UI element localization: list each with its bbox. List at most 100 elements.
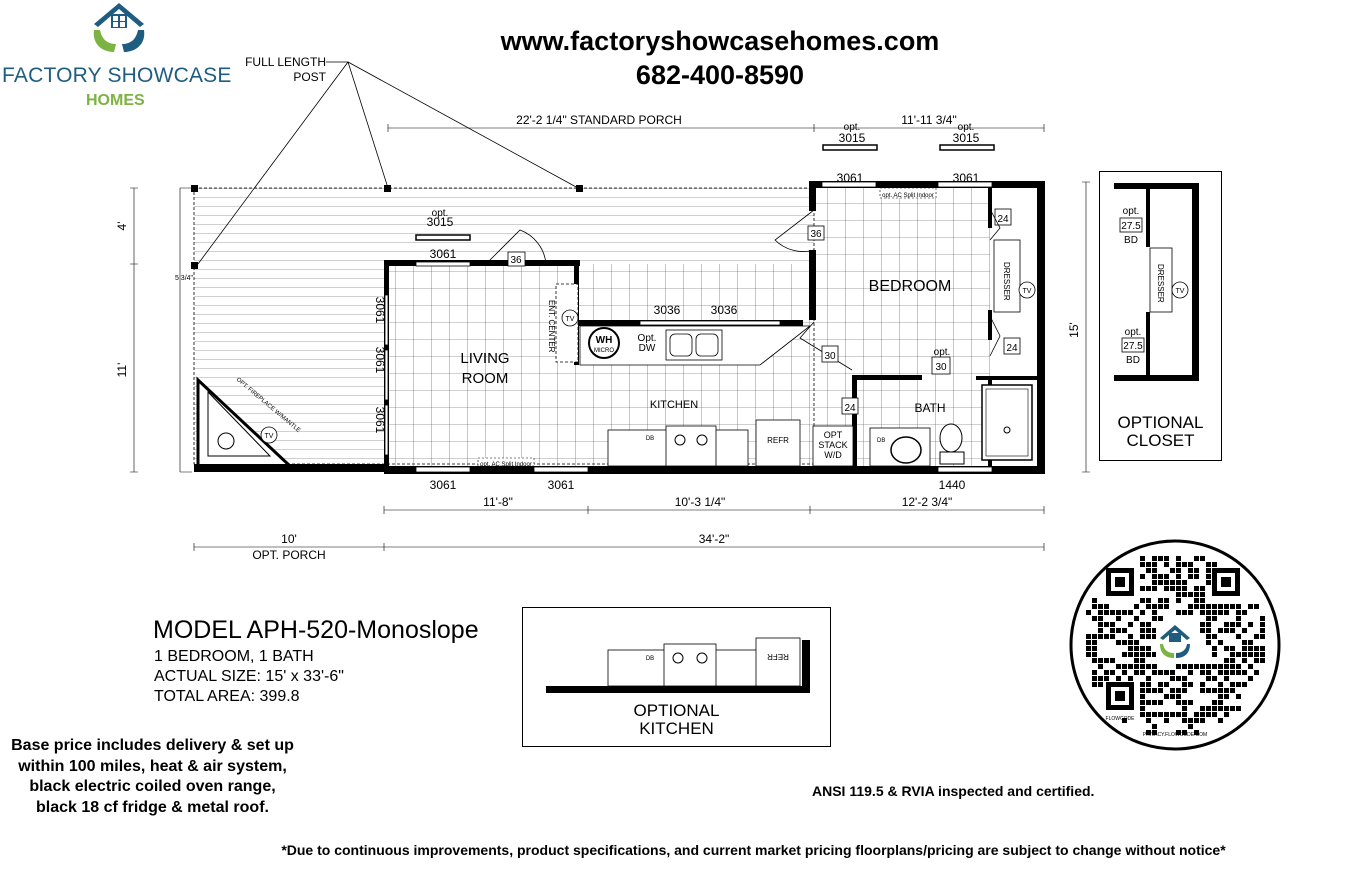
tv-label: TV	[265, 433, 274, 440]
opt-dw-label: DW	[639, 343, 656, 354]
door-label: 24	[844, 403, 856, 414]
qr-module	[1098, 604, 1103, 609]
qr-module	[1254, 604, 1259, 609]
qr-module	[1140, 700, 1145, 705]
qr-module	[1212, 664, 1217, 669]
door-label: 24	[997, 214, 1009, 225]
qr-module	[1092, 604, 1097, 609]
qr-module	[1188, 562, 1193, 567]
qr-module	[1152, 730, 1157, 735]
window-label: 1440	[939, 478, 966, 492]
qr-module	[1194, 718, 1199, 723]
qr-module	[1092, 682, 1097, 687]
qr-module	[1194, 664, 1199, 669]
qr-module	[1206, 628, 1211, 633]
qr-module	[1134, 640, 1139, 645]
qr-module	[1200, 598, 1205, 603]
qr-module	[1146, 634, 1151, 639]
brand-name: FACTORY SHOWCASE	[2, 64, 232, 87]
qr-module	[1206, 580, 1211, 585]
qr-module	[1182, 718, 1187, 723]
window-label: 3015	[839, 131, 866, 145]
qr-module	[1092, 676, 1097, 681]
qr-module	[1188, 592, 1193, 597]
qr-module	[1116, 676, 1121, 681]
qr-module	[1152, 562, 1157, 567]
qr-module	[1242, 652, 1247, 657]
qr-module	[1134, 646, 1139, 651]
qr-module	[1212, 616, 1217, 621]
qr-module	[1176, 688, 1181, 693]
qr-module	[1230, 652, 1235, 657]
qr-module	[1260, 622, 1265, 627]
qr-module	[1224, 658, 1229, 663]
qr-module	[1140, 556, 1145, 561]
qr-module	[1140, 646, 1145, 651]
qr-module	[1242, 610, 1247, 615]
qr-module	[1230, 664, 1235, 669]
qr-module	[1140, 598, 1145, 603]
qr-module	[1236, 610, 1241, 615]
qr-module	[1188, 610, 1193, 615]
model-title: MODEL APH-520-Monoslope	[153, 616, 479, 644]
qr-module	[1116, 640, 1121, 645]
qr-module	[1164, 670, 1169, 675]
qr-module	[1128, 610, 1133, 615]
qr-module	[1128, 646, 1133, 651]
qr-module	[1212, 712, 1217, 717]
house-logo-icon	[1160, 625, 1190, 658]
qr-module	[1182, 676, 1187, 681]
qr-module	[1206, 712, 1211, 717]
qr-module	[1254, 652, 1259, 657]
qr-module	[1230, 622, 1235, 627]
qr-module	[1194, 586, 1199, 591]
phone-number[interactable]: 682-400-8590	[635, 60, 805, 90]
qr-module	[1176, 700, 1181, 705]
qr-module	[1212, 688, 1217, 693]
window-labels: opt. 3015 3061 3061 3061 3061 3061 3061 …	[373, 122, 980, 492]
qr-module	[1098, 664, 1103, 669]
ent-center-label: ENT. CENTER	[547, 300, 556, 353]
qr-brand: FLOWCODE	[1106, 716, 1136, 722]
qr-module	[1260, 652, 1265, 657]
qr-module	[1158, 580, 1163, 585]
qr-module	[1236, 604, 1241, 609]
door-label: 36	[810, 229, 822, 240]
qr-module	[1170, 676, 1175, 681]
model-actual-size: ACTUAL SIZE: 15' x 33'-6"	[154, 668, 344, 685]
qr-module	[1182, 586, 1187, 591]
qr-module	[1242, 640, 1247, 645]
website-link[interactable]: www.factoryshowcasehomes.com	[500, 26, 940, 56]
qr-module	[1176, 712, 1181, 717]
dresser-label: DRESSER	[1002, 262, 1011, 301]
qr-module	[1098, 676, 1103, 681]
qr-module	[1218, 706, 1223, 711]
qr-module	[1140, 634, 1145, 639]
qr-module	[1212, 646, 1217, 651]
qr-module	[1212, 634, 1217, 639]
qr-module	[1176, 568, 1181, 573]
qr-module	[1176, 562, 1181, 567]
qr-module	[1122, 610, 1127, 615]
window-label: 3061	[953, 171, 980, 185]
optional-kitchen-line: KITCHEN	[639, 719, 714, 738]
qr-module	[1206, 706, 1211, 711]
model-beds-baths: 1 BEDROOM, 1 BATH	[154, 648, 314, 665]
qr-module	[1092, 598, 1097, 603]
qr-module	[1152, 700, 1157, 705]
qr-module	[1122, 652, 1127, 657]
qr-module	[1128, 640, 1133, 645]
qr-module	[1092, 658, 1097, 663]
qr-module	[1122, 640, 1127, 645]
qr-module	[1218, 604, 1223, 609]
qr-module	[1134, 658, 1139, 663]
qr-code[interactable]: FLOWCODE PRIVACY.FLOWCODE.COM	[1068, 538, 1282, 752]
ac-split-label: opt. AC Split Indoor	[480, 462, 532, 468]
db-label: DB	[646, 436, 654, 442]
qr-module	[1206, 616, 1211, 621]
qr-module	[1122, 670, 1127, 675]
optional-closet-label: OPTIONAL CLOSET	[1099, 414, 1222, 450]
kitchen-label: KITCHEN	[650, 399, 698, 411]
optional-closet-drawing: DRESSER TV opt. 27.5 BD opt. 27.5 BD	[1114, 183, 1199, 381]
